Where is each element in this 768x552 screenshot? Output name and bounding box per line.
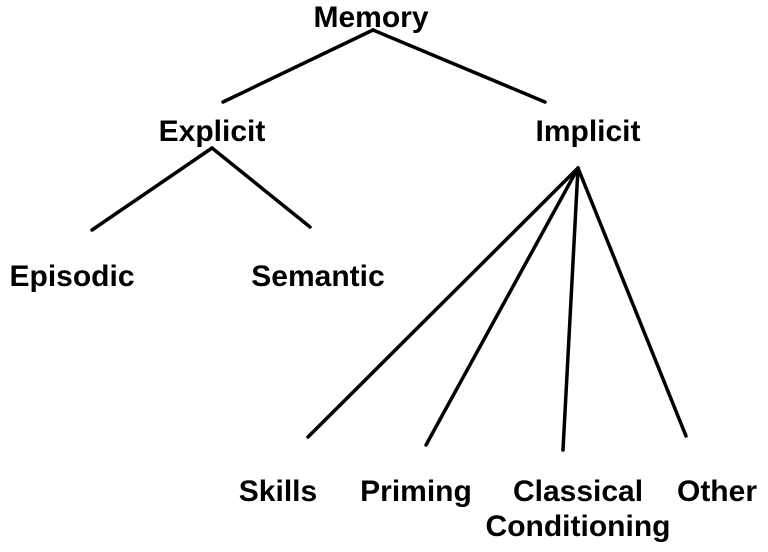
node-explicit: Explicit bbox=[159, 115, 266, 148]
node-semantic: Semantic bbox=[251, 260, 384, 293]
edge-implicit-priming bbox=[424, 166, 580, 447]
node-classical-line1: Classical bbox=[513, 475, 643, 508]
edge-explicit-episodic bbox=[90, 146, 214, 232]
edge-memory-implicit bbox=[371, 28, 547, 104]
node-classical-line2: Conditioning bbox=[486, 510, 671, 543]
node-priming: Priming bbox=[360, 475, 472, 508]
node-episodic: Episodic bbox=[9, 260, 134, 293]
node-implicit: Implicit bbox=[535, 115, 640, 148]
node-skills: Skills bbox=[239, 475, 317, 508]
edge-implicit-skills bbox=[306, 166, 580, 439]
edge-memory-explicit bbox=[221, 28, 375, 104]
node-other: Other bbox=[677, 475, 757, 508]
edge-implicit-classical bbox=[561, 166, 580, 452]
node-memory: Memory bbox=[313, 1, 428, 34]
tree-labels: Memory Explicit Implicit Episodic Semant… bbox=[9, 1, 757, 543]
edge-explicit-semantic bbox=[210, 146, 312, 229]
tree-edges bbox=[90, 28, 688, 452]
edge-implicit-other bbox=[576, 166, 688, 438]
